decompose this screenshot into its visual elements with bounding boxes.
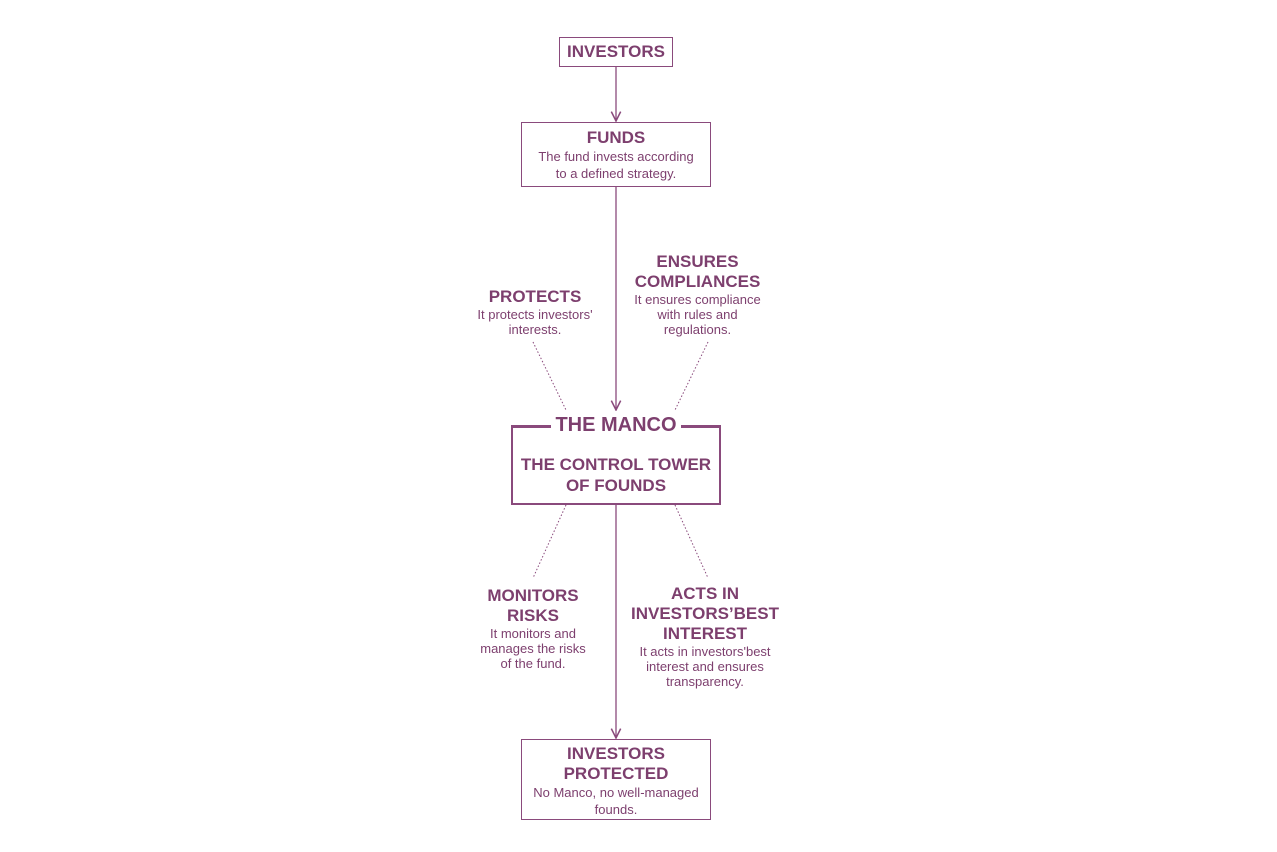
investors-title: INVESTORS (567, 42, 665, 61)
monitors-desc-line: It monitors and (490, 626, 576, 641)
investors-protected-node: INVESTORS PROTECTED No Manco, no well-ma… (521, 739, 711, 820)
dotted-link-monitors (532, 504, 567, 579)
dotted-link-protects (532, 341, 567, 411)
acts-title-line: INTEREST (662, 624, 748, 643)
manco-subtitle-line: THE CONTROL TOWER (520, 455, 712, 474)
funds-title: FUNDS (586, 128, 646, 147)
protects-title: PROTECTS (488, 287, 582, 306)
funds-node: FUNDS The fund invests according to a de… (521, 122, 711, 187)
compliance-desc-line: with rules and (657, 307, 738, 322)
compliance-label: ENSURES COMPLIANCES It ensures complianc… (620, 252, 775, 337)
monitors-label: MONITORS RISKS It monitors and manages t… (462, 586, 604, 671)
monitors-title-line: MONITORS (487, 586, 579, 605)
protects-label: PROTECTS It protects investors' interest… (460, 287, 610, 337)
monitors-title-line: RISKS (507, 606, 559, 625)
acts-desc-line: It acts in investors'best (639, 644, 771, 659)
funds-desc-line: to a defined strategy. (555, 166, 677, 181)
acts-label: ACTS IN INVESTORS’BEST INTEREST It acts … (622, 584, 788, 689)
protected-title-line: PROTECTED (563, 764, 669, 783)
acts-desc-line: interest and ensures (646, 659, 764, 674)
compliance-desc-line: regulations. (663, 322, 732, 337)
funds-desc-line: The fund invests according (538, 149, 694, 164)
compliance-title-line: COMPLIANCES (634, 272, 761, 291)
compliance-desc-line: It ensures compliance (634, 292, 761, 307)
protected-desc-line: founds. (594, 802, 638, 817)
manco-subtitle-line: OF FOUNDS (565, 476, 667, 495)
acts-title-line: INVESTORS’BEST (631, 604, 779, 623)
protected-desc-line: No Manco, no well-managed (533, 785, 699, 800)
monitors-desc-line: manages the risks (480, 641, 586, 656)
acts-title-line: ACTS IN (671, 584, 739, 603)
manco-top-border-left (513, 425, 551, 428)
protects-desc-line: It protects investors' (477, 307, 593, 322)
protected-title-line: INVESTORS (567, 744, 665, 763)
manco-top-border-right (681, 425, 719, 428)
manco-node: THE MANCO THE CONTROL TOWER OF FOUNDS (511, 414, 721, 505)
protects-desc-line: interests. (508, 322, 562, 337)
manco-subtitle: THE CONTROL TOWER OF FOUNDS (513, 454, 719, 496)
dotted-link-compliance (674, 341, 709, 411)
manco-title: THE MANCO (555, 414, 677, 436)
compliance-title-line: ENSURES (656, 252, 739, 271)
investors-node: INVESTORS (559, 37, 673, 67)
acts-desc-line: transparency. (666, 674, 744, 689)
monitors-desc-line: of the fund. (500, 656, 566, 671)
dotted-link-acts (674, 504, 709, 579)
